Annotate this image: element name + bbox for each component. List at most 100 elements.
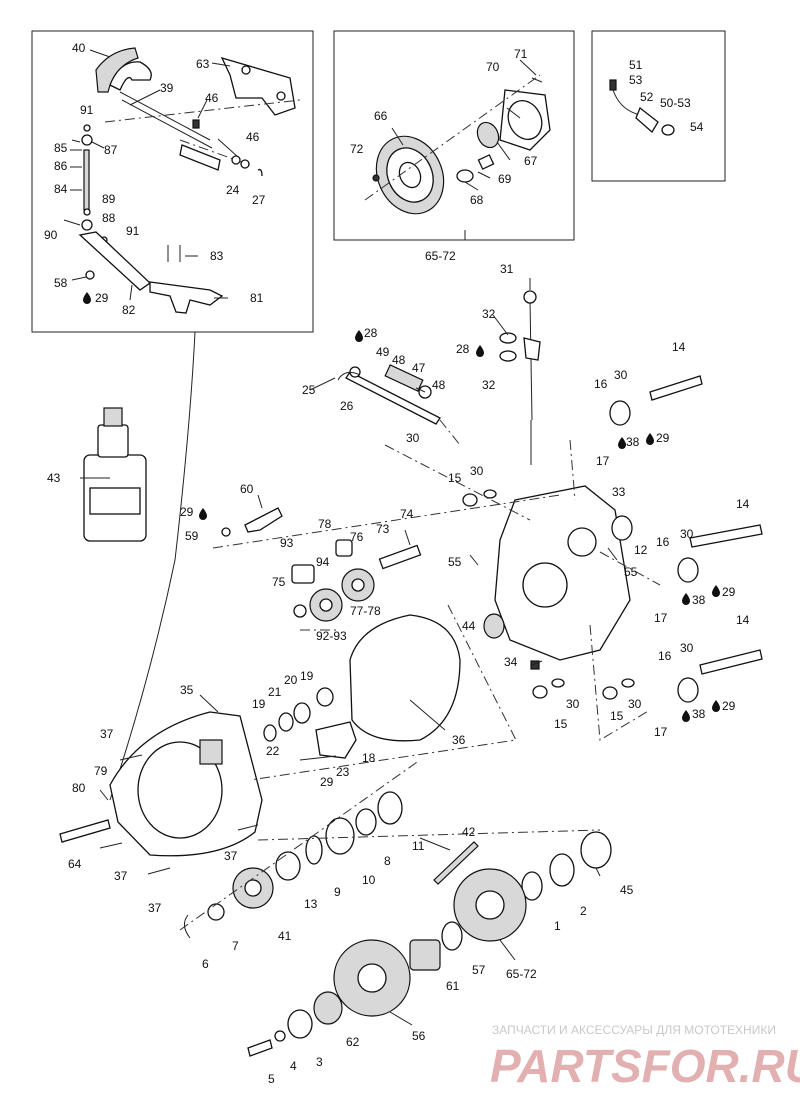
callout-17a: 17 (596, 454, 610, 468)
callout-61: 61 (446, 979, 460, 993)
callout-5: 5 (268, 1072, 275, 1086)
callout-8: 8 (384, 854, 391, 868)
callout-60: 60 (240, 482, 254, 496)
callout-30d: 30 (680, 527, 694, 541)
leader-lines (70, 49, 618, 1026)
callout-35: 35 (180, 683, 194, 697)
callout-49: 49 (376, 345, 390, 359)
callout-81: 81 (250, 291, 264, 305)
callout-70: 70 (486, 60, 500, 74)
callout-45: 45 (620, 883, 634, 897)
callout-12: 12 (634, 543, 648, 557)
callout-73: 73 (376, 522, 390, 536)
callout-69: 69 (498, 172, 512, 186)
callout-88: 88 (102, 211, 116, 225)
callout-52: 52 (640, 90, 654, 104)
central-parts (59, 290, 763, 1057)
inset-box-gear-assembly (333, 30, 575, 241)
callout-37c: 37 (224, 849, 238, 863)
callout-84: 84 (54, 182, 68, 196)
callout-30b: 30 (614, 368, 628, 382)
callout-87: 87 (104, 143, 118, 157)
callout-55b: 55 (624, 565, 638, 579)
callout-labels: 40 63 39 46 91 85 87 86 46 24 27 84 89 8… (44, 41, 750, 1086)
callout-7: 7 (232, 939, 239, 953)
callout-32b: 32 (482, 378, 496, 392)
callout-66: 66 (374, 109, 388, 123)
callout-50-53: 50-53 (660, 96, 691, 110)
callout-83: 83 (210, 249, 224, 263)
callout-37a: 37 (100, 727, 114, 741)
sensor-parts (609, 79, 675, 136)
callout-78: 78 (318, 517, 332, 531)
callout-30f: 30 (628, 697, 642, 711)
shift-linkage-parts (63, 47, 301, 314)
callout-25: 25 (302, 383, 316, 397)
callout-55a: 55 (448, 555, 462, 569)
callout-57: 57 (472, 963, 486, 977)
callout-19b: 19 (252, 697, 266, 711)
callout-42: 42 (462, 825, 476, 839)
callout-82: 82 (122, 303, 136, 317)
callout-32a: 32 (482, 307, 496, 321)
callout-26: 26 (340, 399, 354, 413)
callout-62: 62 (346, 1035, 360, 1049)
callout-1: 1 (554, 919, 561, 933)
callout-29d: 29 (722, 585, 736, 599)
callout-14b: 14 (736, 497, 750, 511)
callout-16c: 16 (658, 649, 672, 663)
callout-68: 68 (470, 193, 484, 207)
callout-21: 21 (268, 685, 282, 699)
callout-44: 44 (462, 619, 476, 633)
callout-29c: 29 (180, 505, 194, 519)
callout-24: 24 (226, 183, 240, 197)
callout-17b: 17 (654, 611, 668, 625)
callout-91b: 91 (126, 224, 140, 238)
callout-30g: 30 (680, 641, 694, 655)
callout-59: 59 (185, 529, 199, 543)
callout-18: 18 (362, 751, 376, 765)
callout-86: 86 (54, 159, 68, 173)
callout-27: 27 (252, 193, 266, 207)
callout-20: 20 (284, 673, 298, 687)
callout-16b: 16 (656, 535, 670, 549)
watermark-logo: PARTSFOR.RU (490, 1040, 800, 1092)
callout-40: 40 (72, 41, 86, 55)
callout-48b: 48 (432, 378, 446, 392)
callout-51: 51 (629, 58, 643, 72)
callout-48a: 48 (392, 353, 406, 367)
callout-29b: 29 (656, 431, 670, 445)
callout-94: 94 (316, 555, 330, 569)
callout-10: 10 (362, 873, 376, 887)
callout-13: 13 (304, 897, 318, 911)
callout-30e: 30 (566, 697, 580, 711)
callout-15a: 15 (448, 471, 462, 485)
callout-23: 23 (336, 765, 350, 779)
callout-72: 72 (350, 142, 364, 156)
gear-assembly-parts (364, 74, 551, 215)
callout-90: 90 (44, 228, 58, 242)
callout-11: 11 (412, 839, 425, 853)
inset-box-shift-linkage (31, 30, 314, 333)
reference-curve (109, 331, 196, 801)
inset-box-sensor (591, 30, 726, 182)
callout-91a: 91 (80, 103, 94, 117)
callout-93: 93 (280, 536, 294, 550)
callout-36: 36 (452, 733, 466, 747)
callout-14c: 14 (736, 613, 750, 627)
callout-56: 56 (412, 1029, 426, 1043)
callout-75: 75 (272, 575, 286, 589)
callout-30c: 30 (470, 464, 484, 478)
callout-85: 85 (54, 141, 68, 155)
callout-37b: 37 (114, 869, 128, 883)
callout-54: 54 (690, 120, 704, 134)
callout-38b: 38 (692, 593, 706, 607)
callout-15b: 15 (554, 717, 568, 731)
callout-29e: 29 (722, 699, 736, 713)
oil-bottle (83, 407, 147, 542)
callout-43: 43 (47, 471, 61, 485)
callout-9: 9 (334, 885, 341, 899)
callout-31: 31 (500, 262, 514, 276)
callout-28b: 28 (364, 326, 378, 340)
